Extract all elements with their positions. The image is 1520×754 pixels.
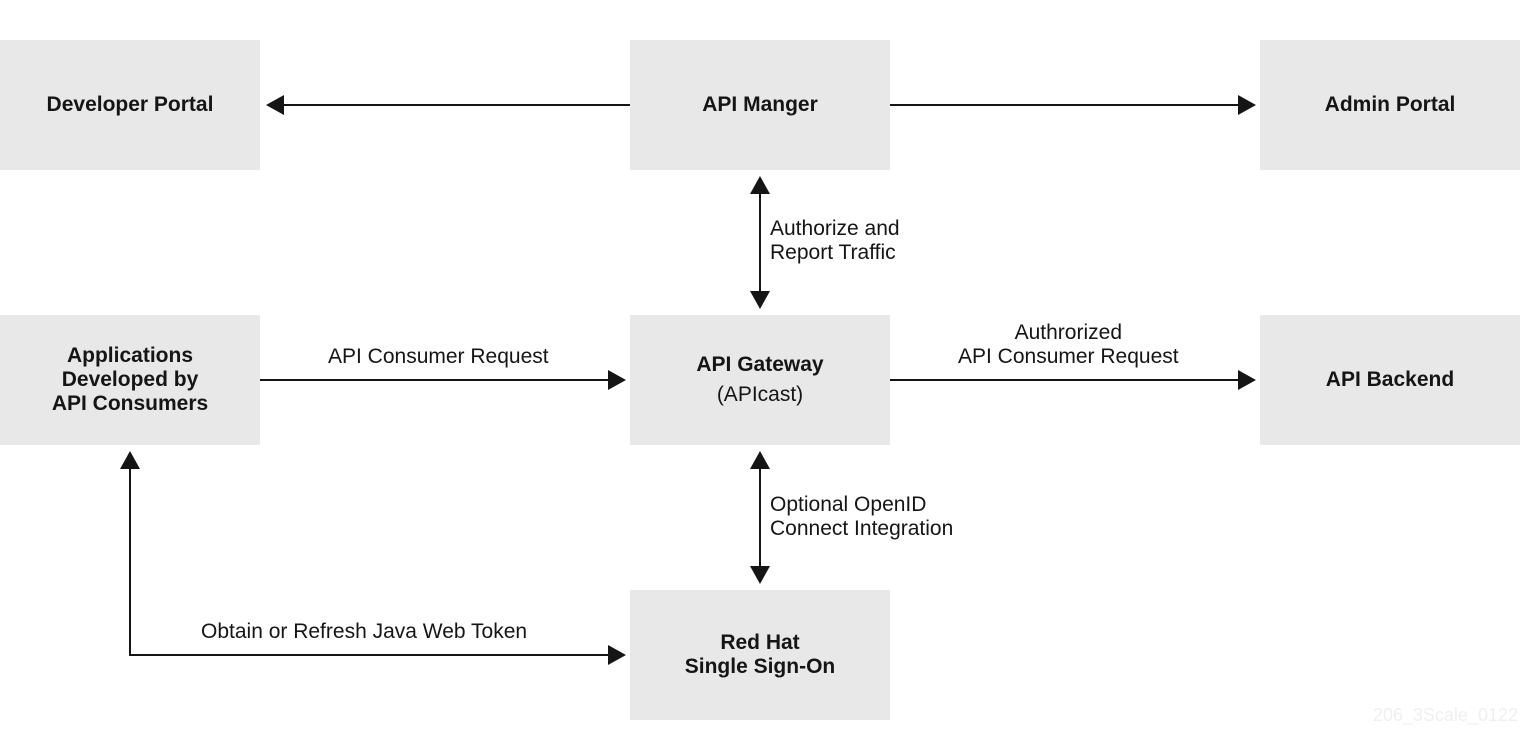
arrow-apps-sso [129,465,610,656]
api-manager-box: API Manger [630,40,890,170]
openid-label: Optional OpenID Connect Integration [770,493,954,540]
api-gateway-box: API Gateway (APIcast) [630,315,890,445]
arrowhead-backend [1238,370,1256,390]
admin-portal-label: Admin Portal [1324,93,1456,116]
arrowhead-apps-up [120,451,140,469]
api-gateway-label: API Gateway [696,353,824,376]
arrowhead-developer-portal [266,95,284,115]
token-label: Obtain or Refresh Java Web Token [201,620,528,643]
developer-portal-label: Developer Portal [46,93,214,116]
arrowhead-sso-down [750,566,770,584]
api-backend-label: API Backend [1325,368,1455,391]
authorize-report-label: Authorize and Report Traffic [770,217,900,264]
api-gateway-sublabel: (APIcast) [716,383,804,406]
arrowhead-gateway-up [750,451,770,469]
arrowhead-admin-portal [1238,95,1256,115]
arrowhead-manager-up [750,176,770,194]
admin-portal-box: Admin Portal [1260,40,1520,170]
sso-label: Red Hat Single Sign-On [684,631,836,678]
applications-label: Applications Developed by API Consumers [51,344,209,415]
authorized-request-label: Authrorized API Consumer Request [958,321,1179,368]
arrowhead-gateway-down [750,291,770,309]
arrowhead-gateway [608,370,626,390]
api-backend-box: API Backend [1260,315,1520,445]
arrowhead-sso [608,645,626,665]
applications-box: Applications Developed by API Consumers [0,315,260,445]
consumer-request-label: API Consumer Request [328,345,549,368]
api-manager-label: API Manger [702,93,818,116]
watermark: 206_3Scale_0122 [1372,705,1518,725]
developer-portal-box: Developer Portal [0,40,260,170]
sso-box: Red Hat Single Sign-On [630,590,890,720]
